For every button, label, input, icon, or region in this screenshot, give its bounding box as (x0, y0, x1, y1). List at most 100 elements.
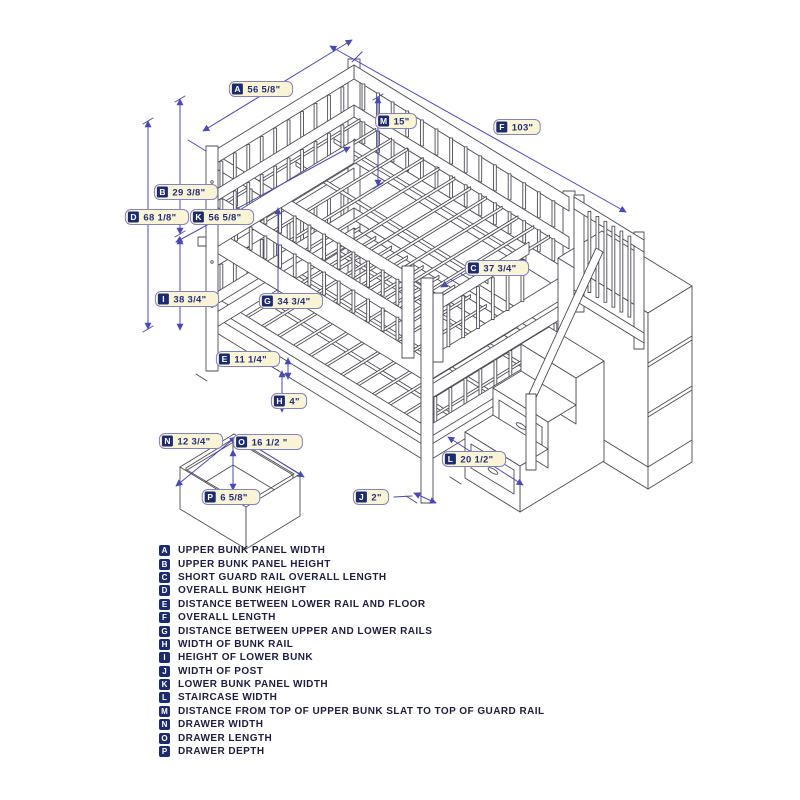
dim-letter-C: C (470, 263, 476, 273)
legend-item-j: J WIDTH OF POST (159, 665, 545, 678)
legend-label-d: OVERALL BUNK HEIGHT (178, 585, 307, 597)
legend-item-h: H WIDTH OF BUNK RAIL (159, 638, 545, 651)
dim-label-K: K 56 5/8" (189, 209, 255, 225)
legend-label-j: WIDTH OF POST (178, 665, 264, 677)
dim-letter-B: B (159, 187, 165, 197)
dim-label-I: I 38 3/4" (154, 291, 220, 307)
dim-letter-M: M (380, 116, 387, 126)
legend-letter-box-j: J (159, 665, 170, 677)
dim-value-O: 16 1/2 " (252, 438, 288, 449)
legend-label-m: DISTANCE FROM TOP OF UPPER BUNK SLAT TO … (178, 705, 545, 717)
staircase (464, 247, 605, 513)
dim-label-A: A 56 5/8" (228, 81, 294, 97)
dim-value-I: 38 3/4" (173, 295, 206, 306)
legend-item-m: M DISTANCE FROM TOP OF UPPER BUNK SLAT TO… (159, 705, 545, 718)
dim-letter-I: I (162, 294, 164, 304)
legend-letter-box-p: P (159, 746, 170, 758)
dim-letter-O: O (238, 437, 245, 447)
legend-letter-box-c: C (159, 571, 170, 583)
legend-letter-box-e: E (159, 598, 170, 610)
dim-letter-F: F (499, 122, 504, 132)
legend-item-o: O DRAWER LENGTH (159, 731, 545, 744)
dim-value-K: 56 5/8" (208, 213, 241, 224)
dim-value-A: 56 5/8" (247, 85, 280, 96)
dim-label-H: H 4" (270, 393, 308, 409)
legend-label-l: STAIRCASE WIDTH (178, 692, 278, 704)
dim-letter-J: J (359, 492, 364, 502)
legend-label-k: LOWER BUNK PANEL WIDTH (178, 679, 329, 691)
legend-item-c: C SHORT GUARD RAIL OVERALL LENGTH (159, 571, 545, 584)
legend-letter-box-g: G (159, 625, 170, 637)
dim-value-B: 29 3/8" (172, 188, 205, 199)
dim-value-E: 11 1/4" (234, 355, 267, 366)
legend-item-i: I HEIGHT OF LOWER BUNK (159, 651, 545, 664)
dim-value-F: 103" (512, 123, 534, 134)
legend-label-h: WIDTH OF BUNK RAIL (178, 638, 294, 650)
dimension-legend: A UPPER BUNK PANEL WIDTH B UPPER BUNK PANE… (159, 544, 545, 758)
legend-item-g: G DISTANCE BETWEEN UPPER AND LOWER RAILS (159, 624, 545, 637)
legend-item-b: B UPPER BUNK PANEL HEIGHT (159, 557, 545, 570)
dim-letter-L: L (448, 454, 453, 464)
dim-label-B: B 29 3/8" (153, 184, 219, 200)
legend-item-e: E DISTANCE BETWEEN LOWER RAIL AND FLOOR (159, 598, 545, 611)
legend-label-n: DRAWER WIDTH (178, 719, 264, 731)
legend-item-a: A UPPER BUNK PANEL WIDTH (159, 544, 545, 557)
dimension-lines (142, 39, 627, 504)
dim-label-P: P 6 5/8" (201, 489, 261, 505)
legend-item-l: L STAIRCASE WIDTH (159, 691, 545, 704)
legend-letter-box-f: F (159, 612, 170, 624)
dim-letter-E: E (222, 354, 228, 364)
legend-label-c: SHORT GUARD RAIL OVERALL LENGTH (178, 571, 387, 583)
dim-letter-N: N (164, 436, 170, 446)
legend-item-k: K LOWER BUNK PANEL WIDTH (159, 678, 545, 691)
legend-letter-box-i: I (159, 652, 170, 664)
legend-letter-box-k: K (159, 679, 170, 691)
dim-label-L: L 20 1/2" (441, 451, 507, 467)
dim-value-N: 12 3/4" (177, 437, 210, 448)
legend-label-g: DISTANCE BETWEEN UPPER AND LOWER RAILS (178, 625, 433, 637)
dim-value-G: 34 3/4" (277, 297, 310, 308)
dim-letter-P: P (207, 492, 213, 502)
dim-label-G: G 34 3/4" (258, 293, 324, 309)
dim-letter-D: D (130, 212, 136, 222)
legend-label-i: HEIGHT OF LOWER BUNK (178, 652, 314, 664)
dim-value-J: 2" (371, 493, 381, 504)
dim-letter-A: A (234, 84, 240, 94)
dim-value-M: 15" (394, 117, 410, 128)
legend-letter-box-m: M (159, 705, 170, 717)
legend-item-p: P DRAWER DEPTH (159, 745, 545, 758)
legend-label-a: UPPER BUNK PANEL WIDTH (178, 545, 326, 557)
dim-value-L: 20 1/2" (460, 455, 493, 466)
dim-letter-G: G (264, 296, 271, 306)
dim-letter-H: H (276, 396, 282, 406)
legend-letter-box-n: N (159, 719, 170, 731)
legend-item-f: F OVERALL LENGTH (159, 611, 545, 624)
legend-letter-box-a: A (159, 545, 170, 557)
legend-label-e: DISTANCE BETWEEN LOWER RAIL AND FLOOR (178, 598, 426, 610)
dim-label-O: O 16 1/2 " (233, 434, 303, 450)
legend-label-p: DRAWER DEPTH (178, 746, 265, 758)
dim-label-J: J 2" (352, 489, 390, 505)
dim-label-D: D 68 1/8" (124, 209, 190, 225)
dim-value-D: 68 1/8" (143, 213, 176, 224)
legend-item-d: D OVERALL BUNK HEIGHT (159, 584, 545, 597)
dim-label-N: N 12 3/4" (158, 433, 224, 449)
dim-label-E: E 11 1/4" (215, 351, 281, 367)
dim-label-M: M 15" (375, 113, 417, 129)
dim-value-H: 4" (289, 397, 299, 408)
legend-letter-box-d: D (159, 585, 170, 597)
dim-letter-K: K (195, 212, 202, 222)
legend-item-n: N DRAWER WIDTH (159, 718, 545, 731)
legend-letter-box-o: O (159, 732, 170, 744)
legend-label-b: UPPER BUNK PANEL HEIGHT (178, 558, 331, 570)
legend-letter-box-h: H (159, 638, 170, 650)
legend-label-f: OVERALL LENGTH (178, 612, 276, 624)
dim-value-P: 6 5/8" (220, 493, 247, 504)
legend-label-o: DRAWER LENGTH (178, 732, 273, 744)
legend-letter-box-l: L (159, 692, 170, 704)
dim-label-F: F 103" (493, 119, 541, 135)
legend-letter-box-b: B (159, 558, 170, 570)
